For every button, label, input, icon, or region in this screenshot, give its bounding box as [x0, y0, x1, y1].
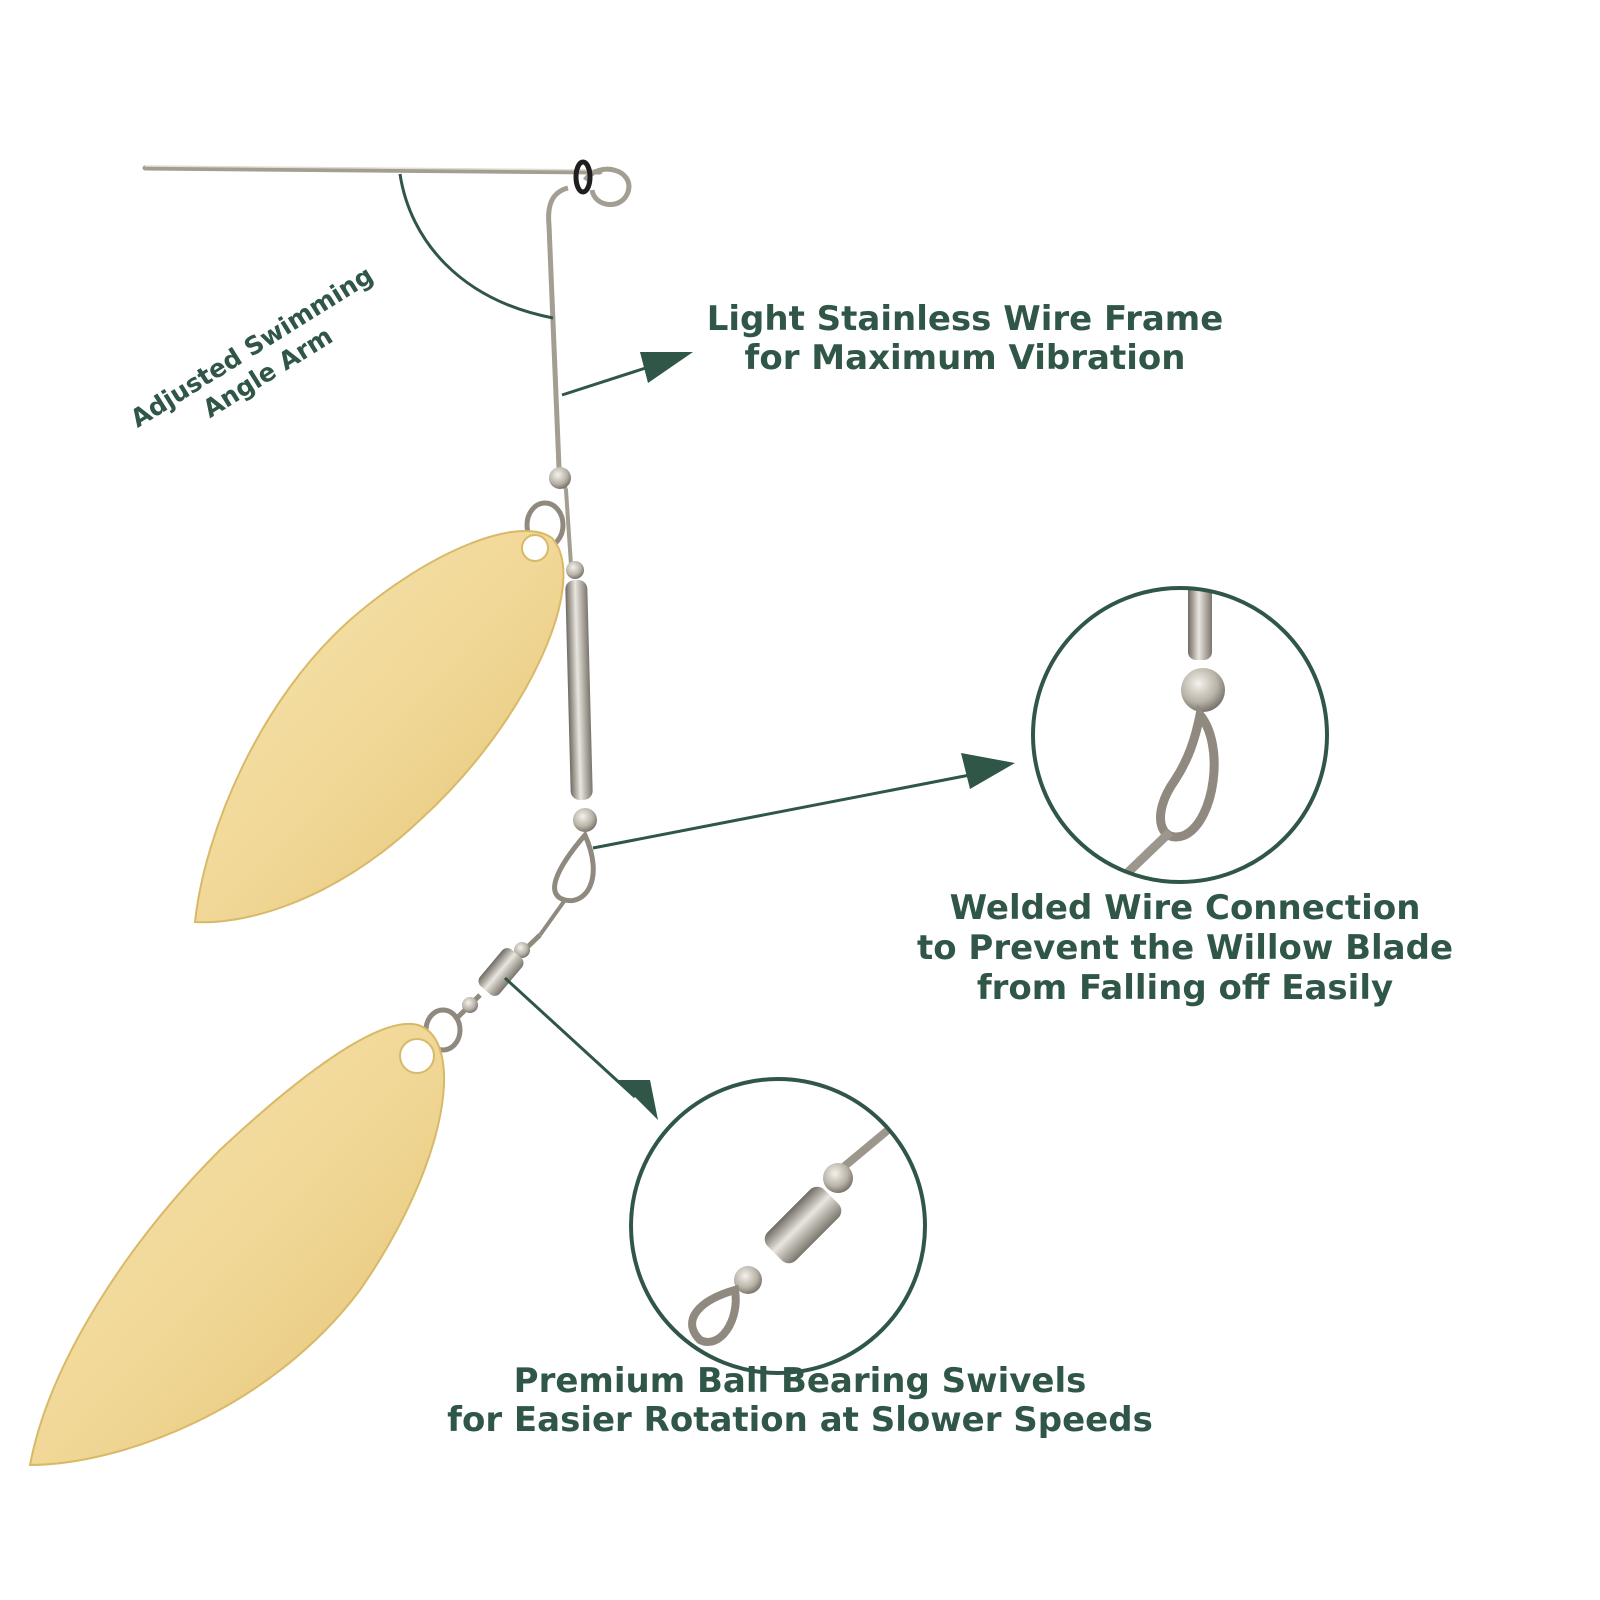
bead-lower — [573, 808, 597, 832]
callout-ball-bearing-swivels: Premium Ball Bearing Swivels for Easier … — [420, 1362, 1180, 1440]
arrow-swivel — [503, 976, 658, 1120]
arrow-welded — [592, 753, 1015, 850]
callout-welded-line2: to Prevent the Willow Blade — [916, 928, 1454, 968]
bead-upper — [566, 561, 584, 579]
callout-welded-connection: Welded Wire Connection to Prevent the Wi… — [905, 888, 1465, 1008]
callout-welded-line1: Welded Wire Connection — [949, 888, 1421, 928]
angle-arc — [398, 173, 554, 320]
bead-top — [549, 467, 571, 489]
willow-blade-bottom — [28, 1022, 446, 1467]
arrow-frame — [561, 352, 693, 397]
blade-hole — [399, 1038, 435, 1074]
callout-swivels-line1: Premium Ball Bearing Swivels — [513, 1361, 1087, 1401]
callout-welded-line3: from Falling off Easily — [976, 968, 1394, 1008]
welded-loop — [552, 830, 596, 904]
callout-wire-frame-line2: for Maximum Vibration — [744, 338, 1186, 378]
callout-wire-frame: Light Stainless Wire Frame for Maximum V… — [690, 300, 1240, 378]
ball-bearing-swivel — [453, 933, 542, 1022]
detail-circle-swivel — [629, 1077, 927, 1375]
detail-circle-welded — [1031, 586, 1329, 884]
wire-tube — [565, 579, 593, 801]
callout-wire-frame-line1: Light Stainless Wire Frame — [706, 299, 1224, 339]
blade-hole — [521, 534, 549, 562]
willow-blade-top — [193, 530, 565, 924]
callout-swivels-line2: for Easier Rotation at Slower Speeds — [447, 1400, 1153, 1440]
o-ring-icon — [573, 159, 593, 195]
